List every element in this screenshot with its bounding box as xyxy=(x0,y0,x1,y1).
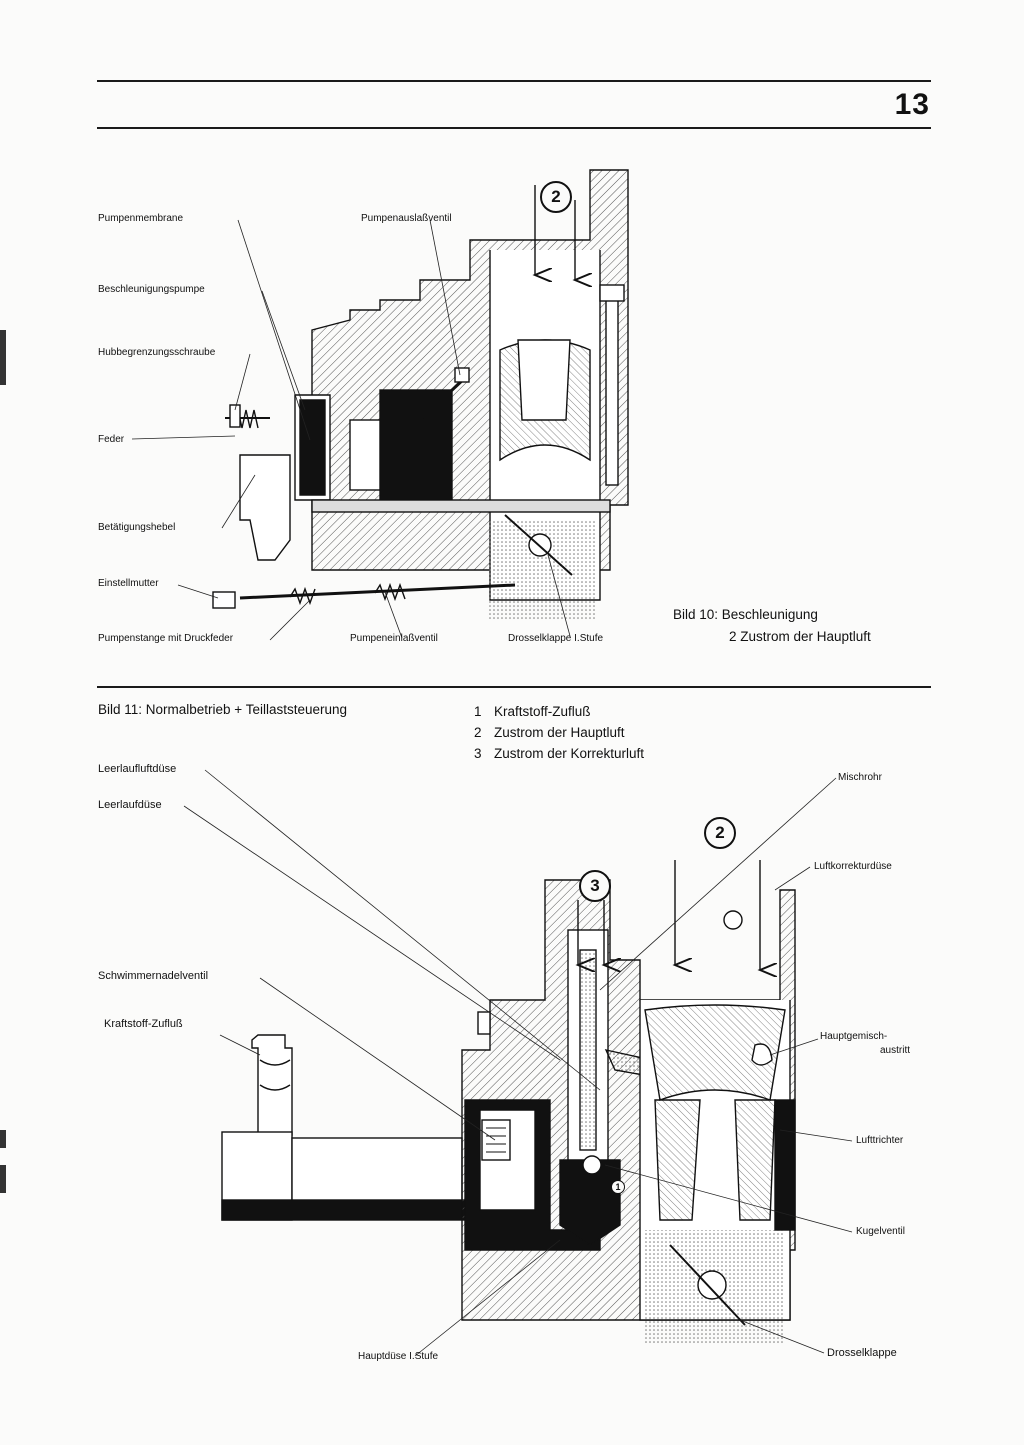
figure10-drawing xyxy=(212,169,629,620)
figure11-caption: Bild 11: Normalbetrieb + Teillaststeueru… xyxy=(98,702,348,717)
label-betaetigungshebel: Betätigungshebel xyxy=(98,522,176,533)
label-feder: Feder xyxy=(98,434,125,445)
fig10-callout-2: 2 xyxy=(540,181,572,213)
legend-item: 1 Kraftstoff-Zufluß xyxy=(474,704,591,719)
label-kraftstoff-zufluss: Kraftstoff-Zufluß xyxy=(104,1018,183,1030)
binding-mark xyxy=(0,1165,6,1193)
label-pumpeneinlassventil: Pumpeneinlaßventil xyxy=(350,633,438,644)
label-hubbegrenzungsschraube: Hubbegrenzungsschraube xyxy=(98,347,216,358)
figure10-caption: Bild 10: Beschleunigung xyxy=(673,607,818,622)
label-leerlaufduese: Leerlaufdüse xyxy=(98,799,162,811)
label-leerlaufluftduese: Leerlaufluftdüse xyxy=(98,763,177,775)
header-rule-bottom xyxy=(97,127,931,129)
fig11-callout-1: 1 xyxy=(611,1180,625,1194)
binding-mark xyxy=(0,330,6,385)
label-mischrohr: Mischrohr xyxy=(838,772,882,783)
label-hauptgemisch: Hauptgemisch- xyxy=(820,1031,888,1042)
label-schwimmernadelventil: Schwimmernadelventil xyxy=(98,970,209,982)
label-hauptgemisch-austritt: austritt xyxy=(880,1045,911,1056)
label-einstellmutter: Einstellmutter xyxy=(98,578,159,589)
label-pumpenmembrane: Pumpenmembrane xyxy=(98,213,184,224)
label-drosselklappe-stufe1: Drosselklappe I.Stufe xyxy=(508,633,604,644)
label-beschleunigungspumpe: Beschleunigungspumpe xyxy=(98,284,205,295)
legend-text: Kraftstoff-Zufluß xyxy=(494,704,591,719)
figure-separator xyxy=(97,686,931,688)
label-lufttrichter: Lufttrichter xyxy=(856,1135,904,1146)
label-pumpenauslassventil: Pumpenauslaßventil xyxy=(361,213,452,224)
label-drosselklappe: Drosselklappe xyxy=(827,1347,897,1359)
figure11-leaders xyxy=(183,769,853,1357)
header-rule-top xyxy=(97,80,931,82)
legend-item: 3 Zustrom der Korrekturluft xyxy=(474,746,644,761)
fig11-callout-2: 2 xyxy=(704,817,736,849)
label-luftkorrekturduese: Luftkorrekturdüse xyxy=(814,861,892,872)
legend-item: 2 Zustrom der Hauptluft xyxy=(474,725,625,740)
binding-mark xyxy=(0,1130,6,1148)
figure11-drawing xyxy=(221,860,796,1345)
legend-text: Zustrom der Korrekturluft xyxy=(494,746,645,761)
label-hauptduese-stufe1: Hauptdüse I.Stufe xyxy=(358,1351,439,1362)
legend-num: 3 xyxy=(474,746,482,761)
label-kugelventil: Kugelventil xyxy=(856,1226,905,1237)
legend-text: Zustrom der Hauptluft xyxy=(494,725,625,740)
legend-num: 1 xyxy=(474,704,482,719)
fig11-callout-3: 3 xyxy=(579,870,611,902)
figure10-leaders xyxy=(131,219,571,641)
page-number: 13 xyxy=(894,88,930,121)
label-pumpenstange: Pumpenstange mit Druckfeder xyxy=(98,633,234,644)
figure10-caption-sub: 2 Zustrom der Hauptluft xyxy=(729,629,871,644)
legend-num: 2 xyxy=(474,725,482,740)
bleed-through-text xyxy=(650,180,812,198)
